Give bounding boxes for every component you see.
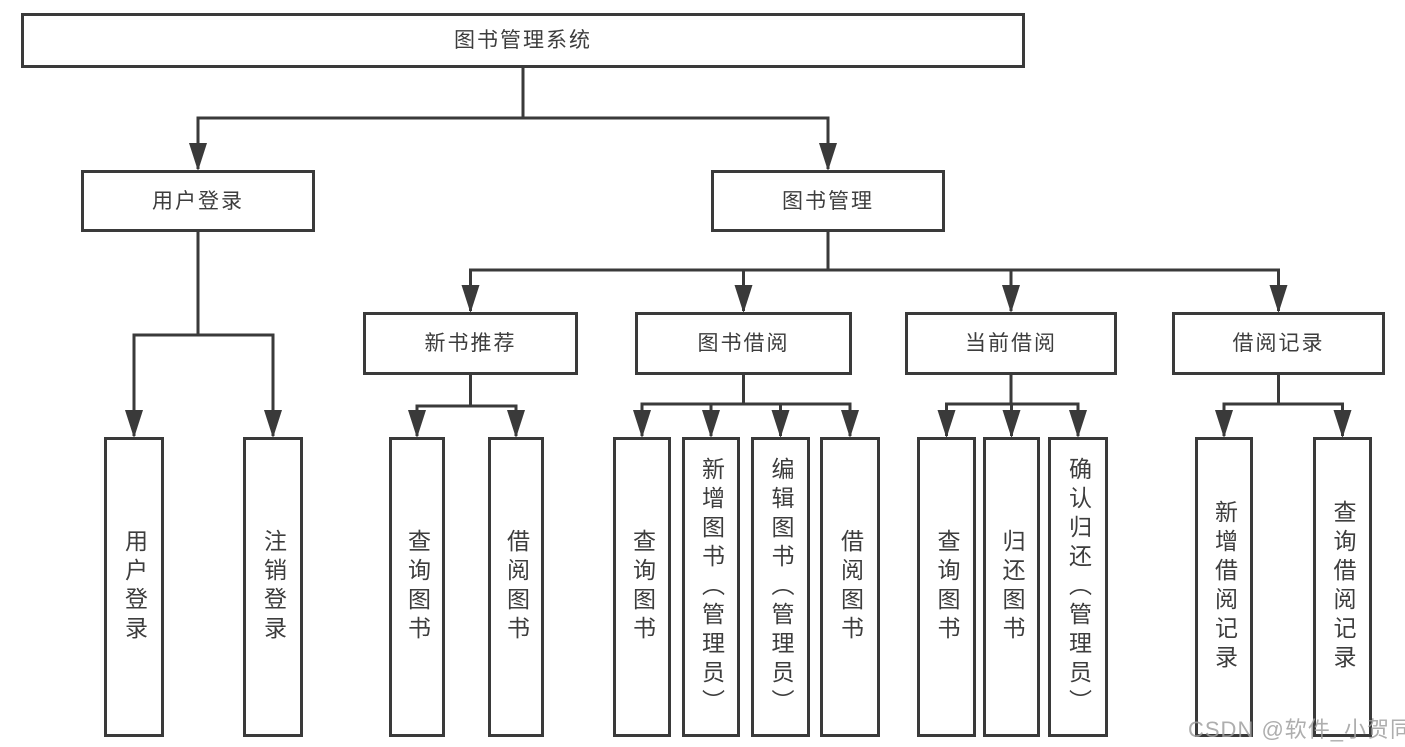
- arrowhead-icon: [507, 410, 525, 438]
- node-label-leaf-br-query: 查询借阅记录: [1330, 500, 1356, 674]
- node-label-user-login: 用户登录: [152, 189, 244, 213]
- node-label-leaf-bb-edit: 编辑图书（管理员）: [768, 456, 794, 718]
- node-book-mgmt: 图书管理: [711, 170, 945, 232]
- node-leaf-br-query: 查询借阅记录: [1313, 437, 1372, 737]
- node-leaf-cb-return: 归还图书: [983, 437, 1040, 737]
- node-label-leaf-bb-borrow: 借阅图书: [837, 529, 864, 645]
- arrowhead-icon: [937, 410, 956, 438]
- node-label-leaf-logout: 注销登录: [260, 529, 287, 645]
- node-root: 图书管理系统: [21, 13, 1025, 68]
- node-leaf-bb-edit: 编辑图书（管理员）: [751, 437, 810, 737]
- arrowhead-icon: [408, 410, 426, 438]
- arrowhead-icon: [1002, 410, 1021, 438]
- node-new-book-rec: 新书推荐: [363, 312, 578, 375]
- node-label-new-book-rec: 新书推荐: [424, 332, 517, 355]
- node-label-borrow-records: 借阅记录: [1232, 332, 1325, 355]
- arrowhead-icon: [1215, 410, 1233, 438]
- node-leaf-bb-query: 查询图书: [613, 437, 671, 737]
- node-book-borrow: 图书借阅: [635, 312, 852, 375]
- node-leaf-bb-borrow: 借阅图书: [820, 437, 880, 737]
- node-label-leaf-nbr-borrow: 借阅图书: [503, 529, 530, 645]
- node-leaf-nbr-query: 查询图书: [389, 437, 445, 737]
- arrowhead-icon: [189, 143, 207, 171]
- arrowhead-icon: [1002, 285, 1020, 313]
- node-label-leaf-br-add: 新增借阅记录: [1211, 500, 1238, 674]
- arrowhead-icon: [819, 143, 837, 171]
- node-leaf-br-add: 新增借阅记录: [1195, 437, 1253, 737]
- node-label-leaf-nbr-query: 查询图书: [404, 529, 431, 645]
- node-borrow-records: 借阅记录: [1172, 312, 1385, 375]
- node-label-book-borrow: 图书借阅: [697, 332, 790, 355]
- node-label-current-borrow: 当前借阅: [965, 332, 1057, 355]
- arrowhead-icon: [125, 410, 143, 438]
- node-leaf-bb-add: 新增图书（管理员）: [682, 437, 740, 737]
- arrowhead-icon: [1069, 410, 1087, 438]
- arrowhead-icon: [702, 410, 720, 438]
- arrowhead-icon: [771, 410, 790, 438]
- node-label-book-mgmt: 图书管理: [782, 189, 874, 213]
- arrowhead-icon: [633, 410, 651, 438]
- node-label-leaf-user-login: 用户登录: [121, 529, 148, 645]
- arrowhead-icon: [841, 410, 859, 438]
- arrowhead-icon: [1333, 410, 1352, 438]
- node-label-leaf-cb-confirm: 确认归还（管理员）: [1065, 456, 1092, 718]
- node-label-leaf-cb-query: 查询图书: [934, 529, 960, 645]
- node-user-login: 用户登录: [81, 170, 315, 232]
- node-label-root: 图书管理系统: [454, 29, 592, 52]
- arrowhead-icon: [461, 285, 480, 313]
- node-label-leaf-cb-return: 归还图书: [999, 529, 1025, 645]
- node-leaf-user-login: 用户登录: [104, 437, 164, 737]
- arrowhead-icon: [734, 285, 753, 313]
- arrowhead-icon: [1269, 285, 1288, 313]
- node-leaf-cb-confirm: 确认归还（管理员）: [1048, 437, 1108, 737]
- node-current-borrow: 当前借阅: [905, 312, 1117, 375]
- node-leaf-logout: 注销登录: [243, 437, 303, 737]
- node-leaf-cb-query: 查询图书: [917, 437, 976, 737]
- node-label-leaf-bb-query: 查询图书: [629, 529, 656, 645]
- node-label-leaf-bb-add: 新增图书（管理员）: [698, 456, 725, 718]
- arrowhead-icon: [264, 410, 282, 438]
- node-leaf-nbr-borrow: 借阅图书: [488, 437, 544, 737]
- watermark: CSDN @软件_小贺同学: [1188, 717, 1405, 742]
